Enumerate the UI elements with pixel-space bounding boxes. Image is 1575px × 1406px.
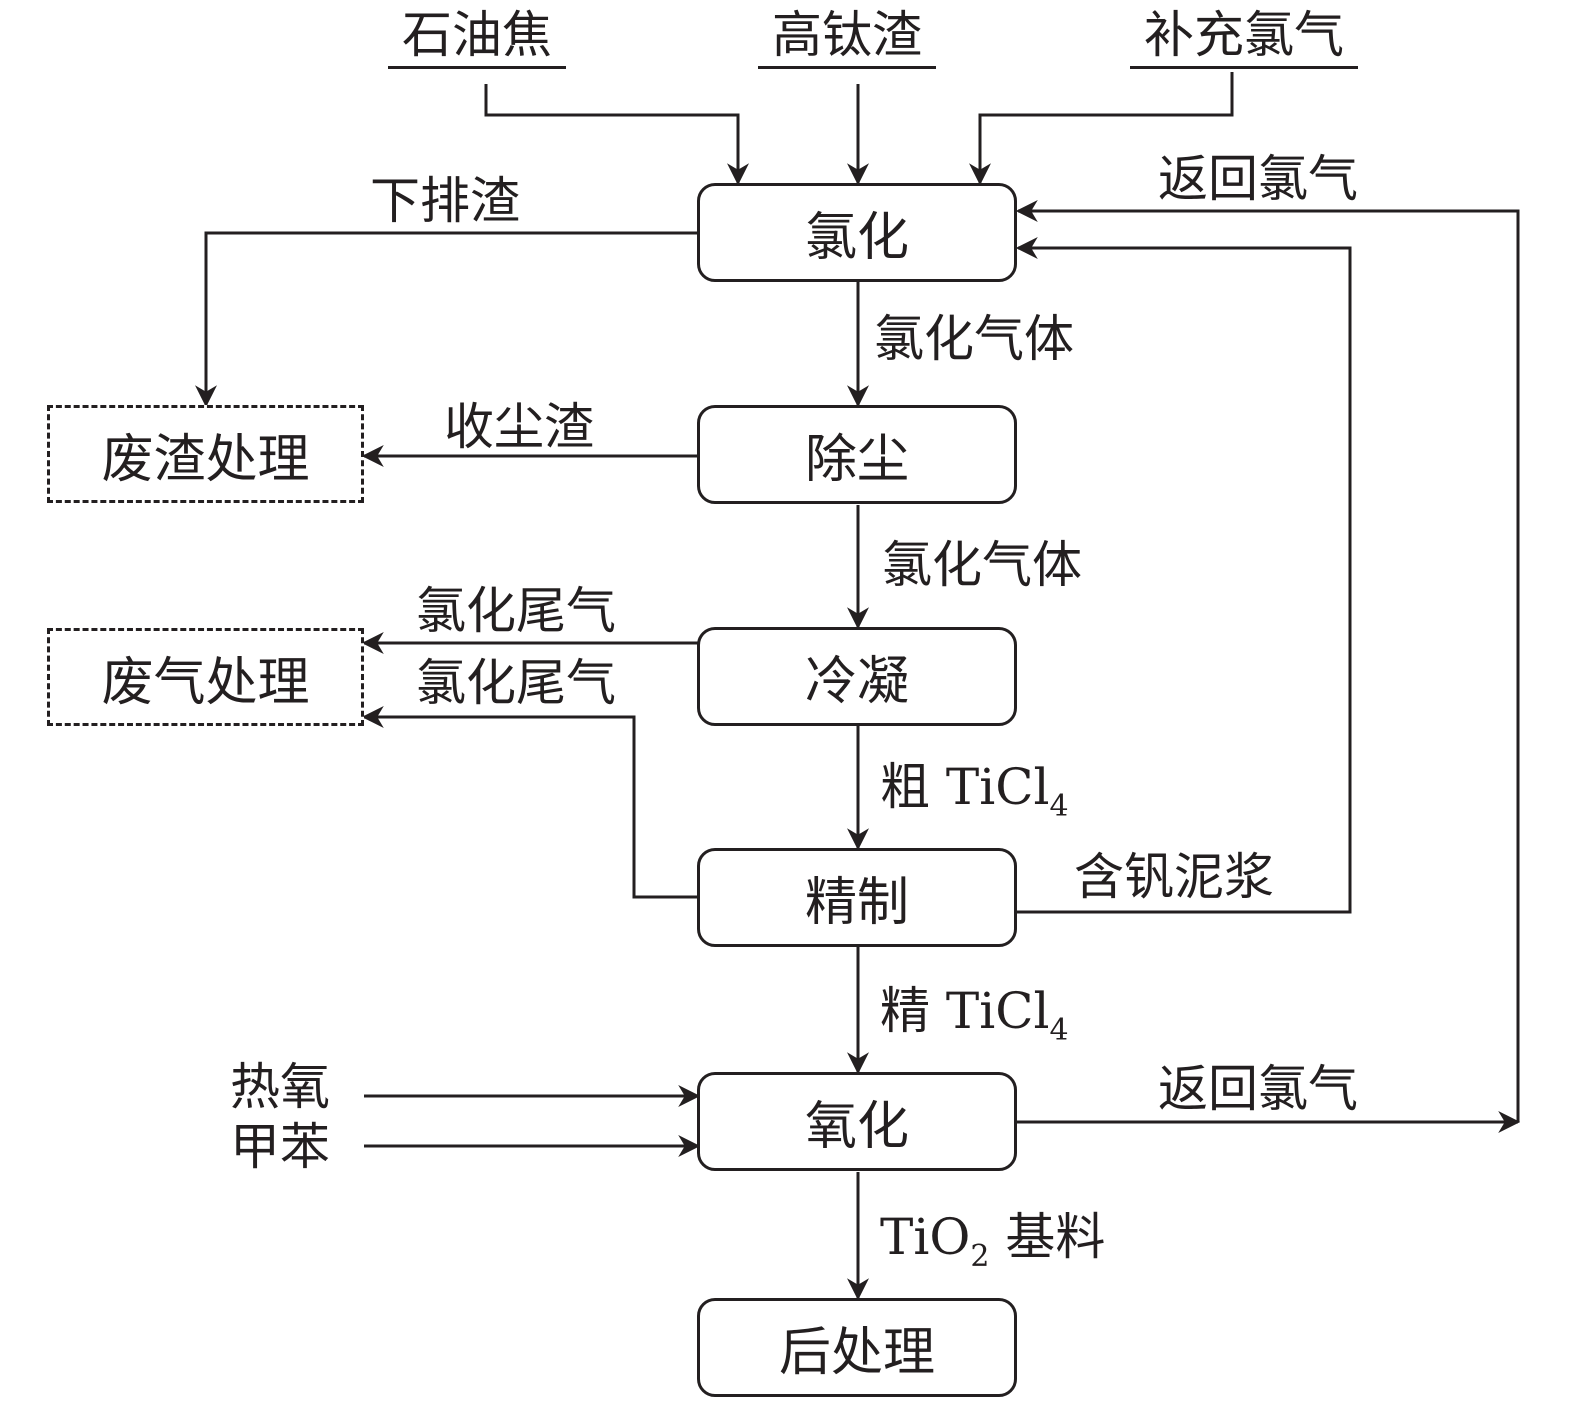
flow-label-crude-ticl4: 粗 TiCl4 — [880, 762, 1069, 822]
bottom-slag-arrow — [195, 231, 698, 408]
process-dedusting: 除尘 — [697, 405, 1017, 504]
input-high-titanium-slag: 高钛渣 — [758, 10, 936, 69]
process-oxidation-label: 氧化 — [804, 1097, 909, 1157]
process-refining-label: 精制 — [804, 873, 909, 933]
tio2-text: TiO — [880, 1208, 971, 1266]
crude-ticl4-subscript: 4 — [1049, 789, 1069, 824]
refined-ticl4-text: 精 TiCl — [880, 982, 1050, 1040]
flow-label-chlorination-gas-1: 氯化气体 — [874, 310, 1074, 368]
process-oxidation: 氧化 — [697, 1072, 1017, 1171]
flow-label-bottom-slag: 下排渣 — [370, 172, 520, 230]
process-condensation: 冷凝 — [697, 627, 1017, 726]
flow-label-chlorination-gas-2: 氯化气体 — [882, 536, 1082, 594]
chlorine-supply-arrow — [969, 72, 1234, 186]
refined-ticl4-subscript: 4 — [1049, 1013, 1069, 1048]
waste-gas-treatment: 废气处理 — [47, 628, 364, 726]
crude-ticl4-text: 粗 TiCl — [880, 758, 1050, 816]
tail-gas-arrow-2 — [361, 706, 698, 899]
coke-arrow — [484, 84, 749, 186]
tio2-subscript: 2 — [970, 1239, 990, 1274]
input-supplementary-chlorine: 补充氯气 — [1130, 10, 1358, 69]
vanadium-slurry-return — [1015, 237, 1352, 914]
flow-label-vanadium-slurry: 含钒泥浆 — [1074, 848, 1274, 906]
tio2-suffix: 基料 — [989, 1208, 1106, 1266]
flow-label-return-chlorine-bottom: 返回氯气 — [1158, 1060, 1358, 1118]
flow-label-tio2-base: TiO2 基料 — [880, 1212, 1105, 1272]
flow-label-return-chlorine-top: 返回氯气 — [1158, 150, 1358, 208]
waste-slag-treatment: 废渣处理 — [47, 405, 364, 503]
process-chlorination: 氯化 — [697, 183, 1017, 282]
input-supplementary-chlorine-text: 补充氯气 — [1144, 6, 1344, 64]
process-dedusting-label: 除尘 — [804, 430, 909, 490]
input-hot-oxygen: 热氧 — [230, 1058, 330, 1116]
input-high-titanium-slag-text: 高钛渣 — [772, 6, 922, 64]
waste-gas-treatment-label: 废气处理 — [101, 652, 310, 713]
process-post-treatment: 后处理 — [697, 1298, 1017, 1397]
return-chlorine-loop — [1015, 200, 1520, 1122]
input-toluene: 甲苯 — [230, 1118, 330, 1176]
waste-slag-treatment-label: 废渣处理 — [101, 429, 310, 490]
process-post-treatment-label: 后处理 — [778, 1323, 935, 1383]
flow-label-refined-ticl4: 精 TiCl4 — [880, 986, 1069, 1046]
process-chlorination-label: 氯化 — [804, 208, 909, 268]
process-refining: 精制 — [697, 848, 1017, 947]
process-condensation-label: 冷凝 — [804, 652, 909, 712]
input-petroleum-coke: 石油焦 — [388, 10, 566, 69]
flow-label-tail-gas-1: 氯化尾气 — [416, 582, 616, 640]
flow-label-tail-gas-2: 氯化尾气 — [416, 654, 616, 712]
input-petroleum-coke-text: 石油焦 — [402, 6, 552, 64]
flow-label-dust-slag: 收尘渣 — [444, 398, 594, 456]
